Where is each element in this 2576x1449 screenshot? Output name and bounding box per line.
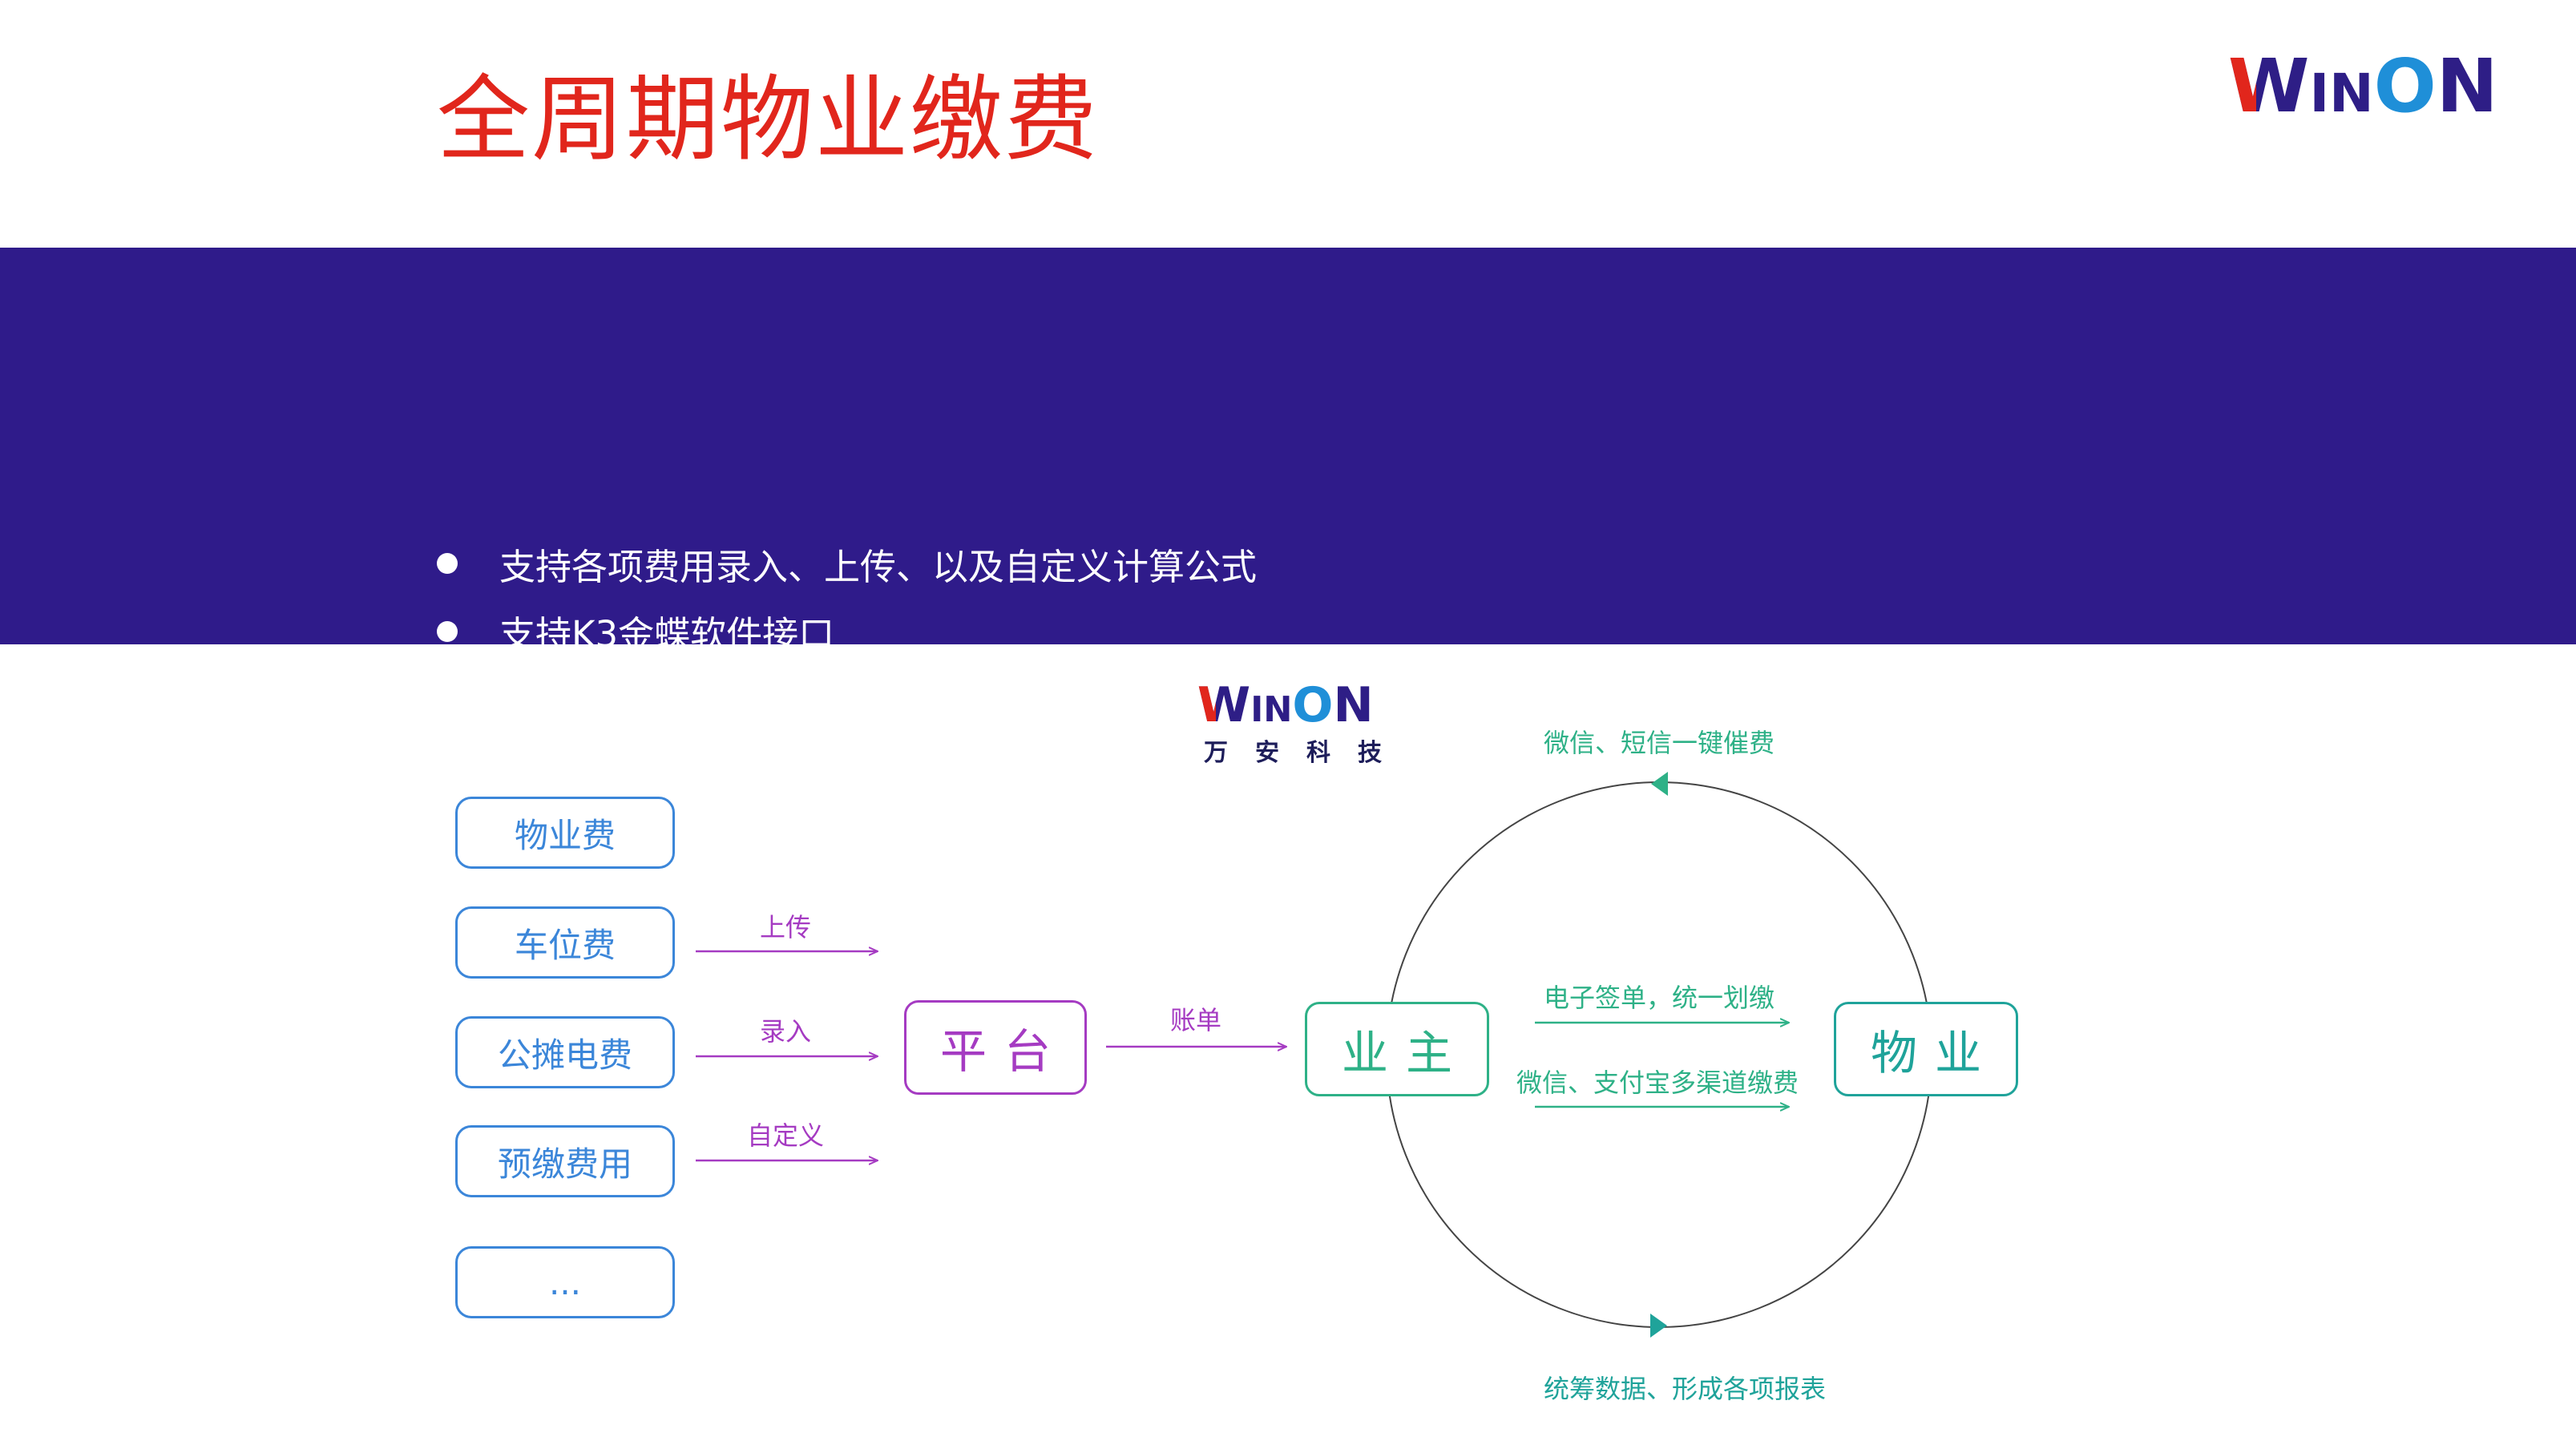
cycle-top-label: 微信、短信一键催费 bbox=[1544, 728, 1775, 758]
bullet-icon bbox=[437, 688, 458, 710]
fee-item-more: ... bbox=[455, 1246, 675, 1318]
platform-node: 平台 bbox=[904, 1000, 1087, 1095]
cycle-top-arrow-icon bbox=[1651, 772, 1668, 796]
bullet-icon bbox=[437, 553, 458, 575]
upload-label: 上传 bbox=[760, 912, 812, 942]
fee-item-prepaid: 预缴费用 bbox=[455, 1125, 675, 1197]
feature-item: 一键催费，业主便捷缴费 bbox=[437, 733, 1257, 801]
property-node: 物业 bbox=[1834, 1002, 2018, 1096]
cycle-bottom-arrow-icon bbox=[1650, 1314, 1667, 1338]
page-title: 全周期物业缴费 bbox=[437, 66, 1099, 174]
entry-label: 录入 bbox=[760, 1016, 812, 1047]
bill-label: 账单 bbox=[1170, 1005, 1222, 1035]
fee-item-shared-electricity: 公摊电费 bbox=[455, 1016, 675, 1088]
feature-item: 支持各项费用录入、上传、以及自定义计算公式 bbox=[437, 530, 1257, 598]
multichannel-label: 微信、支付宝多渠道缴费 bbox=[1516, 1068, 1799, 1098]
logo-subtitle: 万安科技 bbox=[1204, 739, 1409, 767]
winon-diagram-logo: WWINON bbox=[1197, 677, 1374, 733]
feature-band: 支持各项费用录入、上传、以及自定义计算公式 支持K3金蝶软件接口 支持电子签单，… bbox=[0, 248, 2576, 859]
feature-item: 支持K3金蝶软件接口 bbox=[437, 598, 1257, 666]
cycle-bottom-label: 统筹数据、形成各项报表 bbox=[1544, 1374, 1827, 1404]
feature-item: 支持电子签单，统一划缴 bbox=[437, 665, 1257, 733]
custom-label: 自定义 bbox=[747, 1120, 825, 1151]
bullet-icon bbox=[437, 824, 458, 846]
feature-list: 支持各项费用录入、上传、以及自定义计算公式 支持K3金蝶软件接口 支持电子签单，… bbox=[437, 530, 1257, 869]
winon-logo: WWINON bbox=[2228, 43, 2498, 129]
owner-node: 业主 bbox=[1305, 1002, 1489, 1096]
fee-item-parking: 车位费 bbox=[455, 906, 675, 979]
bullet-icon bbox=[437, 620, 458, 642]
esign-label: 电子签单，统一划缴 bbox=[1544, 983, 1775, 1013]
fee-item-property: 物业费 bbox=[455, 797, 675, 869]
bullet-icon bbox=[437, 756, 458, 777]
